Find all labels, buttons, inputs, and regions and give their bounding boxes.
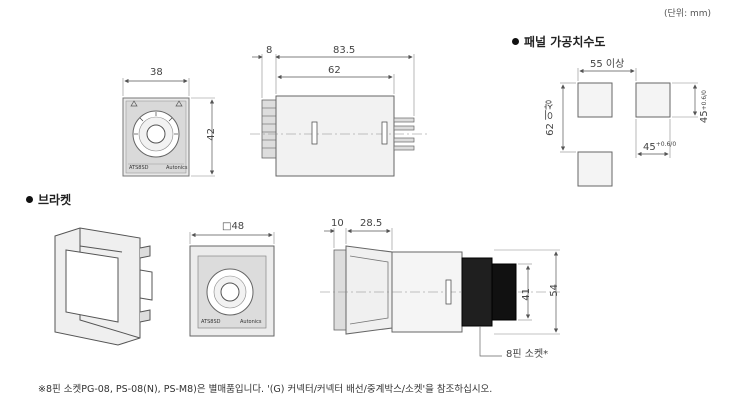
panel-spacing-h: 55 이상 <box>590 59 625 70</box>
panel-section-title-text: 패널 가공치수도 <box>524 35 606 49</box>
panel-cutout-h-value: 45 <box>643 142 656 153</box>
front-height-dim: 42 <box>206 128 217 141</box>
bracket-outer-dim: 54 <box>549 284 560 297</box>
socket-label: 8핀 소켓* <box>506 349 549 360</box>
side-view <box>250 54 430 177</box>
bracket-section-title: 브라켓 <box>26 194 71 206</box>
panel-cutout-view <box>560 68 698 187</box>
bracket-perspective <box>54 227 153 346</box>
bracket-model-label: ATS8SD <box>201 319 221 325</box>
panel-cutout-h-tol: +0.6/0 <box>655 141 677 148</box>
front-width-dim: 38 <box>150 67 163 78</box>
bracket-side-view <box>320 228 560 357</box>
panel-cutout-v: 45+0.6/0 <box>699 90 710 124</box>
front-model-label: ATS8SD <box>129 165 149 171</box>
bracket-offset-dim: 10 <box>331 218 344 229</box>
bullet-icon <box>512 38 519 45</box>
footnote: ※8핀 소켓PG-08, PS-08(N), PS-M8)은 별매품입니다. '… <box>38 384 493 395</box>
bracket-brand-label: Autonics <box>240 319 262 325</box>
front-view <box>122 78 215 177</box>
panel-spacing-v: 62 이상 <box>545 100 556 136</box>
front-brand-label: Autonics <box>166 165 188 171</box>
bracket-depth-dim: 28.5 <box>360 218 383 229</box>
side-total-dim: 83.5 <box>333 45 356 56</box>
bracket-inner-dim: 41 <box>521 288 532 301</box>
panel-section-title: 패널 가공치수도 <box>512 36 605 48</box>
bracket-section-title-text: 브라켓 <box>38 193 72 207</box>
bullet-icon <box>26 196 33 203</box>
side-offset-dim: 8 <box>266 45 273 56</box>
panel-cutout-h: 45+0.6/0 <box>643 142 676 153</box>
bracket-size-dim: □48 <box>222 221 245 232</box>
panel-cutout-v-tol: +0.6/0 <box>701 90 708 111</box>
panel-cutout-v-value: 45 <box>699 110 710 124</box>
unit-label: (단위: mm) <box>664 9 712 19</box>
side-body-dim: 62 <box>328 65 341 76</box>
bracket-front-view <box>189 232 275 337</box>
